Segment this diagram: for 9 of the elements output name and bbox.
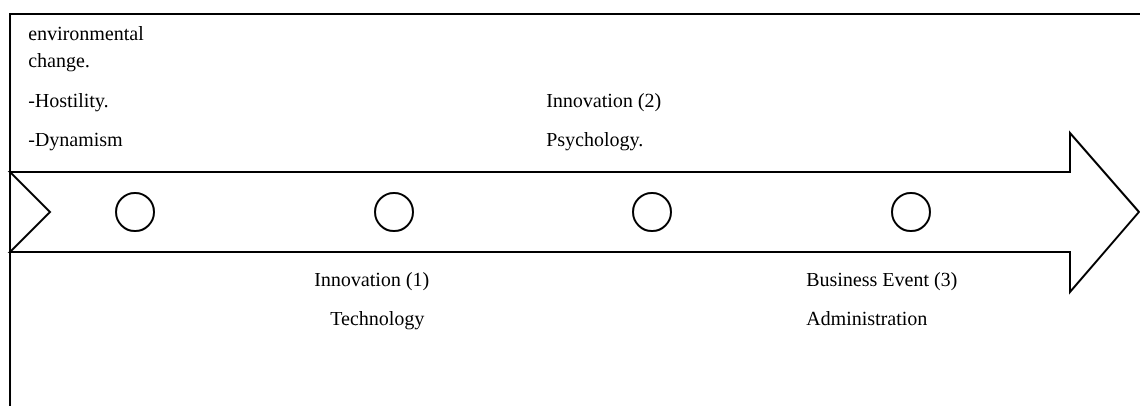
timeline-circle [632,192,672,232]
label-text: Administration [806,311,927,326]
label-text: environmental change. [29,26,144,72]
timeline-circle [374,192,414,232]
timeline-circle [891,192,931,232]
label-text: Innovation (2) [546,93,661,112]
label-text: -Hostility. [28,93,108,112]
label-text: Technology [330,311,425,330]
timeline-circle [115,192,155,232]
